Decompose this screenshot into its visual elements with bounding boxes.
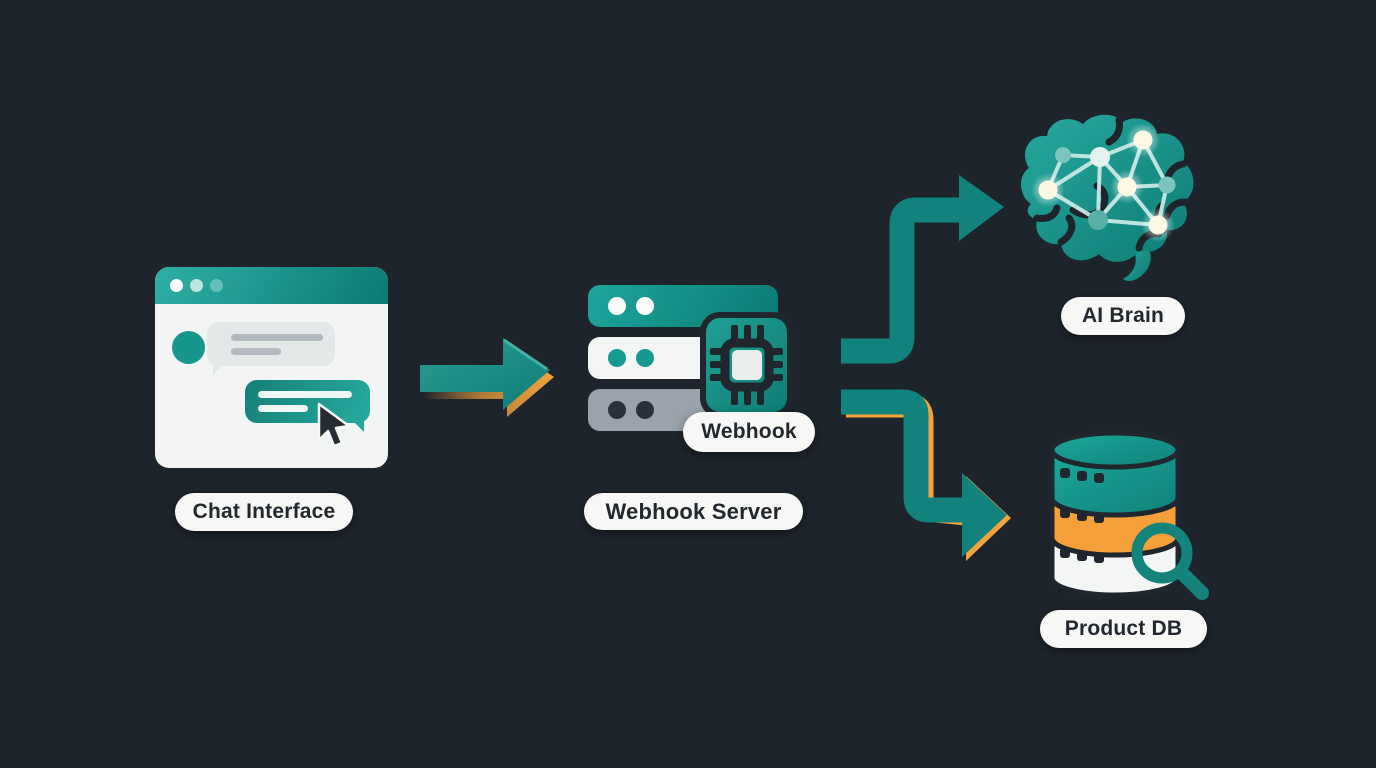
- database-cylinder-icon: [1049, 430, 1209, 600]
- text-line: [231, 334, 323, 341]
- cpu-chip-icon: [700, 312, 793, 418]
- server-led: [636, 349, 654, 367]
- label-ai-brain: AI Brain: [1061, 297, 1185, 335]
- text-line: [258, 391, 352, 398]
- cursor-arrow-icon: [317, 402, 351, 448]
- browser-titlebar: [155, 267, 388, 304]
- arrow-chat-to-server-icon: [420, 338, 554, 417]
- text-line: [231, 348, 281, 355]
- avatar: [172, 331, 205, 364]
- window-control-dot: [170, 279, 183, 292]
- brain-stem: [1123, 243, 1151, 281]
- server-led: [608, 297, 626, 315]
- server-led: [636, 297, 654, 315]
- outgoing-message-bubble: [245, 380, 370, 432]
- window-control-dot: [190, 279, 203, 292]
- label-webhook-server: Webhook Server: [584, 493, 803, 530]
- arrow-server-to-brain-icon: [841, 175, 1004, 364]
- network-nodes: [1031, 123, 1176, 242]
- label-chat-interface: Chat Interface: [175, 493, 353, 531]
- server-led: [636, 401, 654, 419]
- window-control-dot: [210, 279, 223, 292]
- db-record-dots: [1060, 468, 1104, 563]
- browser-chat-window-icon: [155, 267, 388, 468]
- server-led: [608, 349, 626, 367]
- incoming-message-bubble: [207, 322, 335, 375]
- webhook-badge: Webhook: [683, 412, 815, 452]
- arrow-server-to-db-icon: [841, 389, 1011, 561]
- neural-network-brain-icon: [1020, 114, 1194, 281]
- search-magnifier-icon: [1131, 522, 1209, 600]
- branch-arrows: [841, 175, 1011, 561]
- label-product-db: Product DB: [1040, 610, 1207, 648]
- text-line: [258, 405, 308, 412]
- server-led: [608, 401, 626, 419]
